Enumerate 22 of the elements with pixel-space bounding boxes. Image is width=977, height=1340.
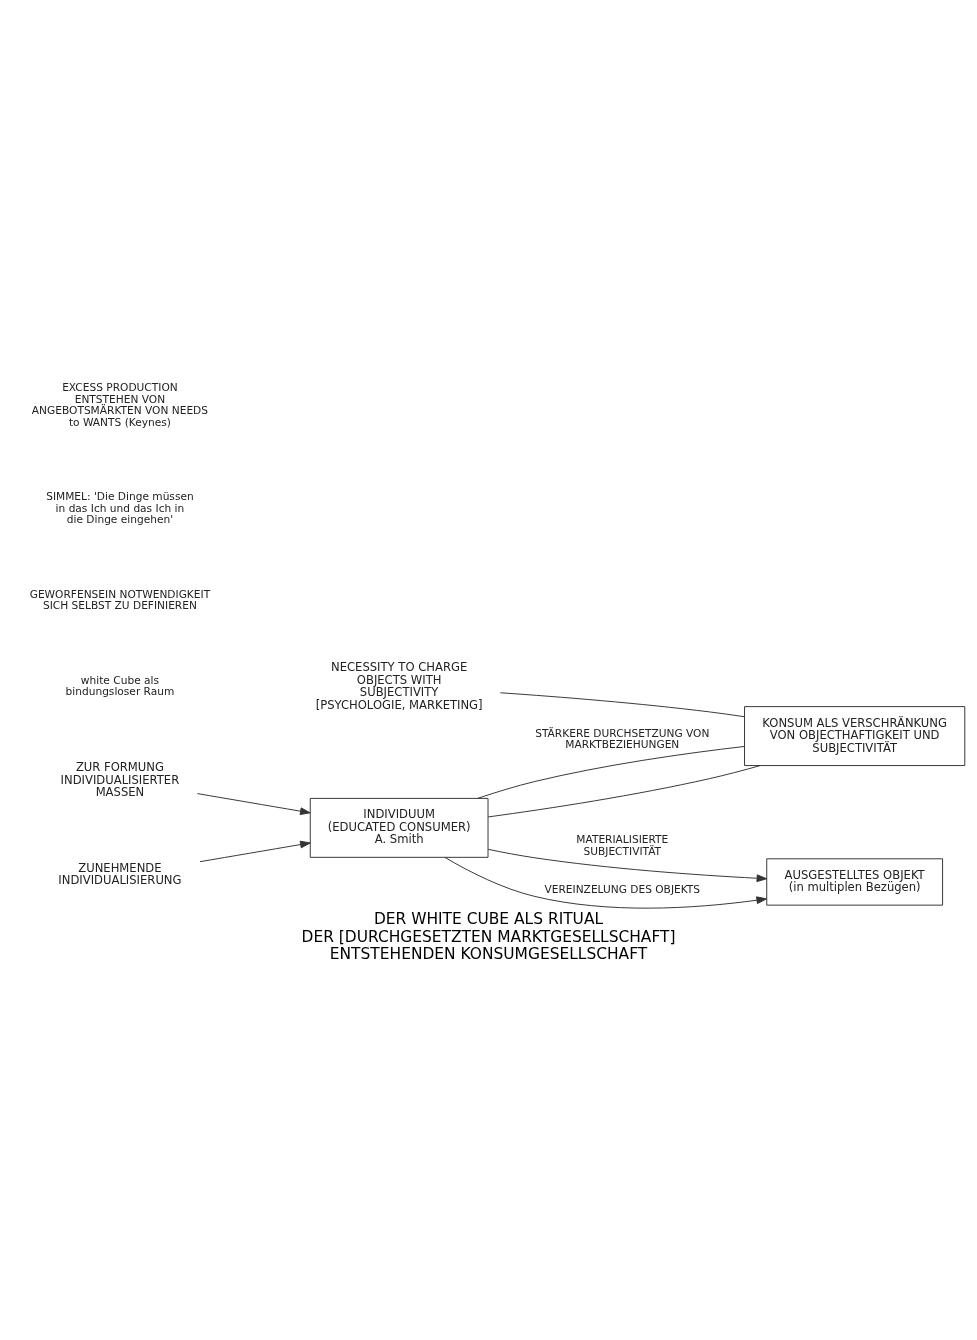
node-text: ZUR FORMUNG INDIVIDUALISIERTER MASSEN bbox=[60, 759, 180, 800]
node-box: INDIVIDUUM (EDUCATED CONSUMER) A. Smith bbox=[309, 797, 489, 858]
arrow bbox=[444, 856, 767, 909]
arrow bbox=[487, 848, 768, 883]
arrow bbox=[196, 793, 311, 816]
node-box: AUSGESTELLTES OBJEKT (in multiplen Bezügen) bbox=[766, 858, 944, 906]
label: EXCESS PRODUCTION ENTSTEHEN VON ANGEBOTSMÄRKTEN VON NEEDS to WANTS (Keynes) bbox=[31, 380, 209, 429]
caption: DER [DURCHGESETZTEN MARKTGESELLSCHAFT] ENTSTEHENDEN KONSUMGESELLSCHAFT bbox=[301, 927, 676, 964]
edge-label: STÄRKERE DURCHSETZUNG VON MARKTBEZIEHUNGEN bbox=[535, 726, 710, 752]
label: white Cube als bindungsloser Raum bbox=[65, 673, 175, 699]
connector bbox=[487, 765, 761, 818]
connector bbox=[477, 746, 745, 799]
edge-label: VEREINZELUNG DES OBJEKTS bbox=[544, 883, 701, 897]
label: SIMMEL: 'Die Dinge müssen in das Ich und das Ich in die Dinge eingehen' bbox=[46, 490, 194, 527]
edge-label: MATERIALISIERTE SUBJECTIVITÄT bbox=[576, 833, 669, 858]
node-text: NECESSITY TO CHARGE OBJECTS WITH SUBJECTIVITY [PSYCHOLOGIE, MARKETING] bbox=[315, 659, 483, 712]
label: GEWORFENSEIN NOTWENDIGKEIT SICH SELBST ZU DEFINIEREN bbox=[29, 587, 211, 613]
diagram-title: DER WHITE CUBE ALS RITUAL bbox=[373, 910, 604, 929]
arrow bbox=[199, 840, 311, 863]
node-box: KONSUM ALS VERSCHRÄNKUNG VON OBJECTHAFTIGKEIT UND SUBJECTIVITÄT bbox=[744, 706, 966, 767]
connector bbox=[499, 692, 745, 718]
node-text: ZUNEHMENDE INDIVIDUALISIERUNG bbox=[58, 860, 182, 888]
